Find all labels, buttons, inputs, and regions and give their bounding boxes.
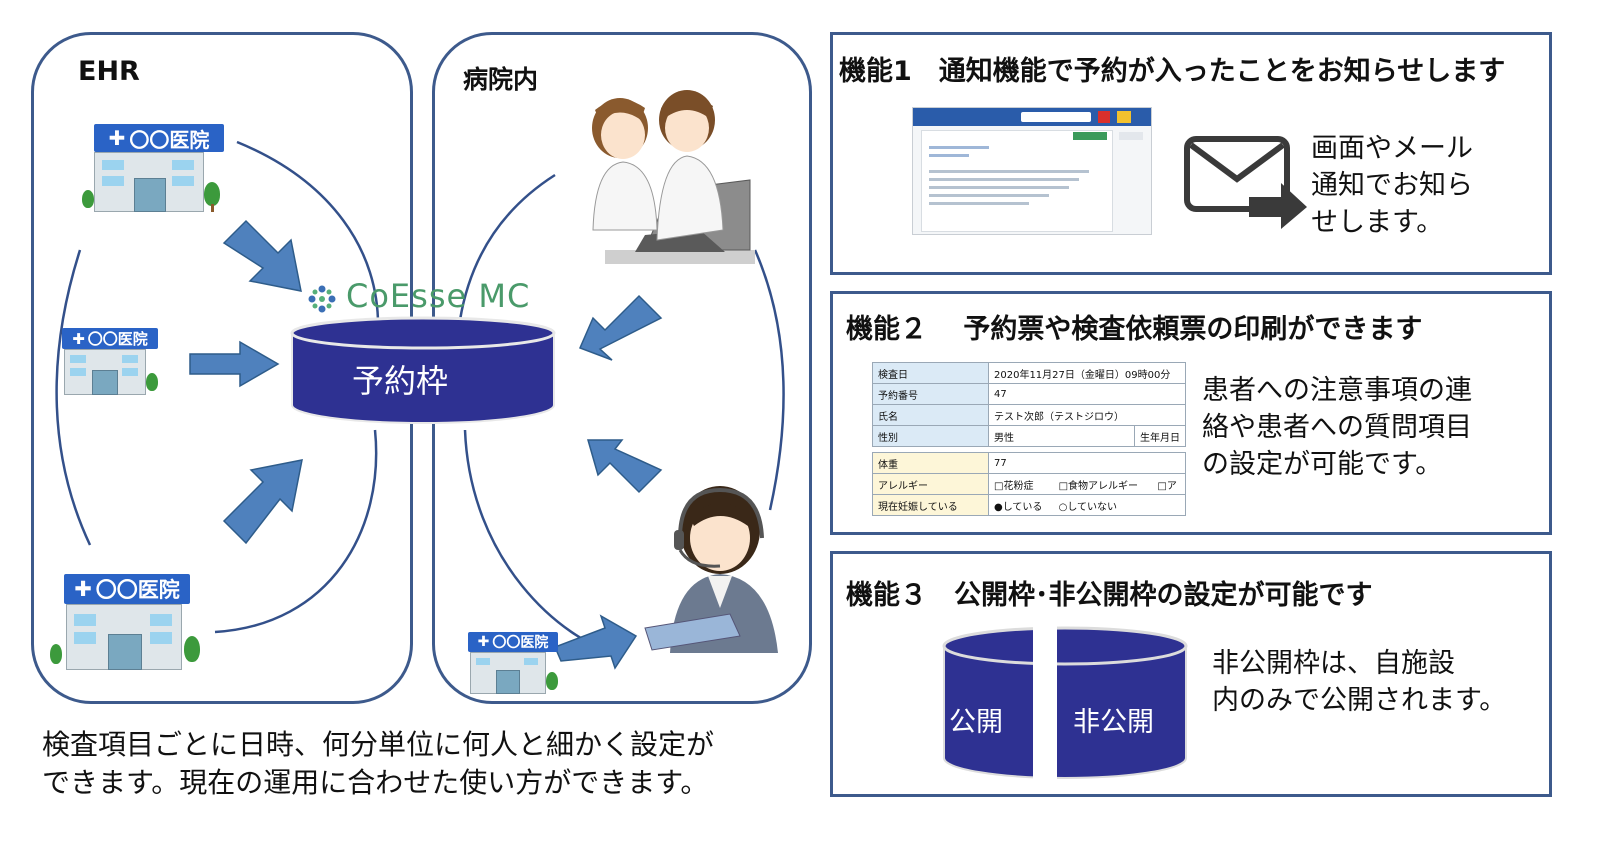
plus-icon: ✚ [74, 577, 92, 601]
feature1-desc: 画面やメール 通知でお知ら せします。 [1311, 133, 1473, 238]
arrow-5 [587, 439, 663, 494]
mail-send-icon [1184, 136, 1307, 229]
arrow-4 [578, 294, 663, 361]
ehr-label: EHR [78, 56, 140, 87]
public-label: 公開 [949, 707, 1003, 738]
clinic-sign: ✚〇〇医院 [94, 124, 224, 152]
alert-badge [1098, 111, 1110, 123]
caption-line-1: 検査項目ごとに日時、何分単位に何人と細かく設定が [42, 728, 715, 761]
reservation-cylinder [290, 316, 556, 424]
logo-mark-icon [308, 285, 336, 313]
arrow-2 [189, 340, 280, 388]
arrow-1 [222, 219, 302, 292]
connection-svg [55, 140, 785, 670]
feature3-desc: 非公開枠は、自施設 内のみで公開されます。 [1212, 648, 1507, 716]
clinic-3: ✚〇〇医院 [50, 574, 210, 674]
tree-icon [204, 182, 220, 206]
reservation-label: 予約枠 [352, 362, 449, 400]
clinic-4: ✚〇〇医院 [462, 632, 572, 696]
clinic-sign: ✚〇〇医院 [64, 574, 190, 604]
nurses-illustration [592, 90, 755, 264]
diagram-caption: 検査項目ごとに日時、何分単位に何人と細かく設定が できます。現在の運用に合わせた… [42, 726, 714, 802]
curve-ehr-left [55, 249, 92, 546]
coesse-logo: CoEsse MC [306, 277, 546, 316]
operator-illustration [644, 486, 778, 653]
arrow-6 [554, 614, 638, 670]
clinic-sign: ✚〇〇医院 [468, 632, 558, 652]
public-private-cylinder [942, 622, 1188, 782]
curve-clinic-top [236, 140, 380, 331]
caption-line-2: できます。現在の運用に合わせた使い方ができます。 [42, 766, 709, 799]
clinic-sign: ✚〇〇医院 [62, 328, 158, 349]
curve-hospital-right [753, 249, 785, 511]
plus-icon: ✚ [72, 329, 85, 348]
curve-hospital-top [458, 173, 556, 321]
private-label: 非公開 [1073, 707, 1154, 738]
toolbar-pill [1021, 112, 1091, 122]
logo-text: CoEsse MC [346, 277, 531, 315]
clinic-1: ✚〇〇医院 [82, 124, 232, 216]
feature2-title: 機能２ 予約票や検査依頼票の印刷ができます [846, 314, 1423, 345]
feature3-title: 機能３ 公開枠･非公開枠の設定が可能です [846, 580, 1373, 611]
menu-icon [1117, 111, 1131, 123]
notification-screenshot [912, 107, 1152, 235]
hospital-label: 病院内 [463, 65, 539, 94]
plus-icon: ✚ [477, 634, 490, 650]
feature2-desc: 患者への注意事項の連 絡や患者への質問項目 の設定が可能です。 [1202, 375, 1472, 480]
plus-icon: ✚ [108, 126, 126, 150]
arrow-3 [222, 459, 303, 545]
curve-clinic-bottom [214, 429, 378, 634]
clinic-2: ✚〇〇医院 [56, 328, 166, 398]
feature1-title: 機能1 通知機能で予約が入ったことをお知らせします [839, 56, 1506, 87]
